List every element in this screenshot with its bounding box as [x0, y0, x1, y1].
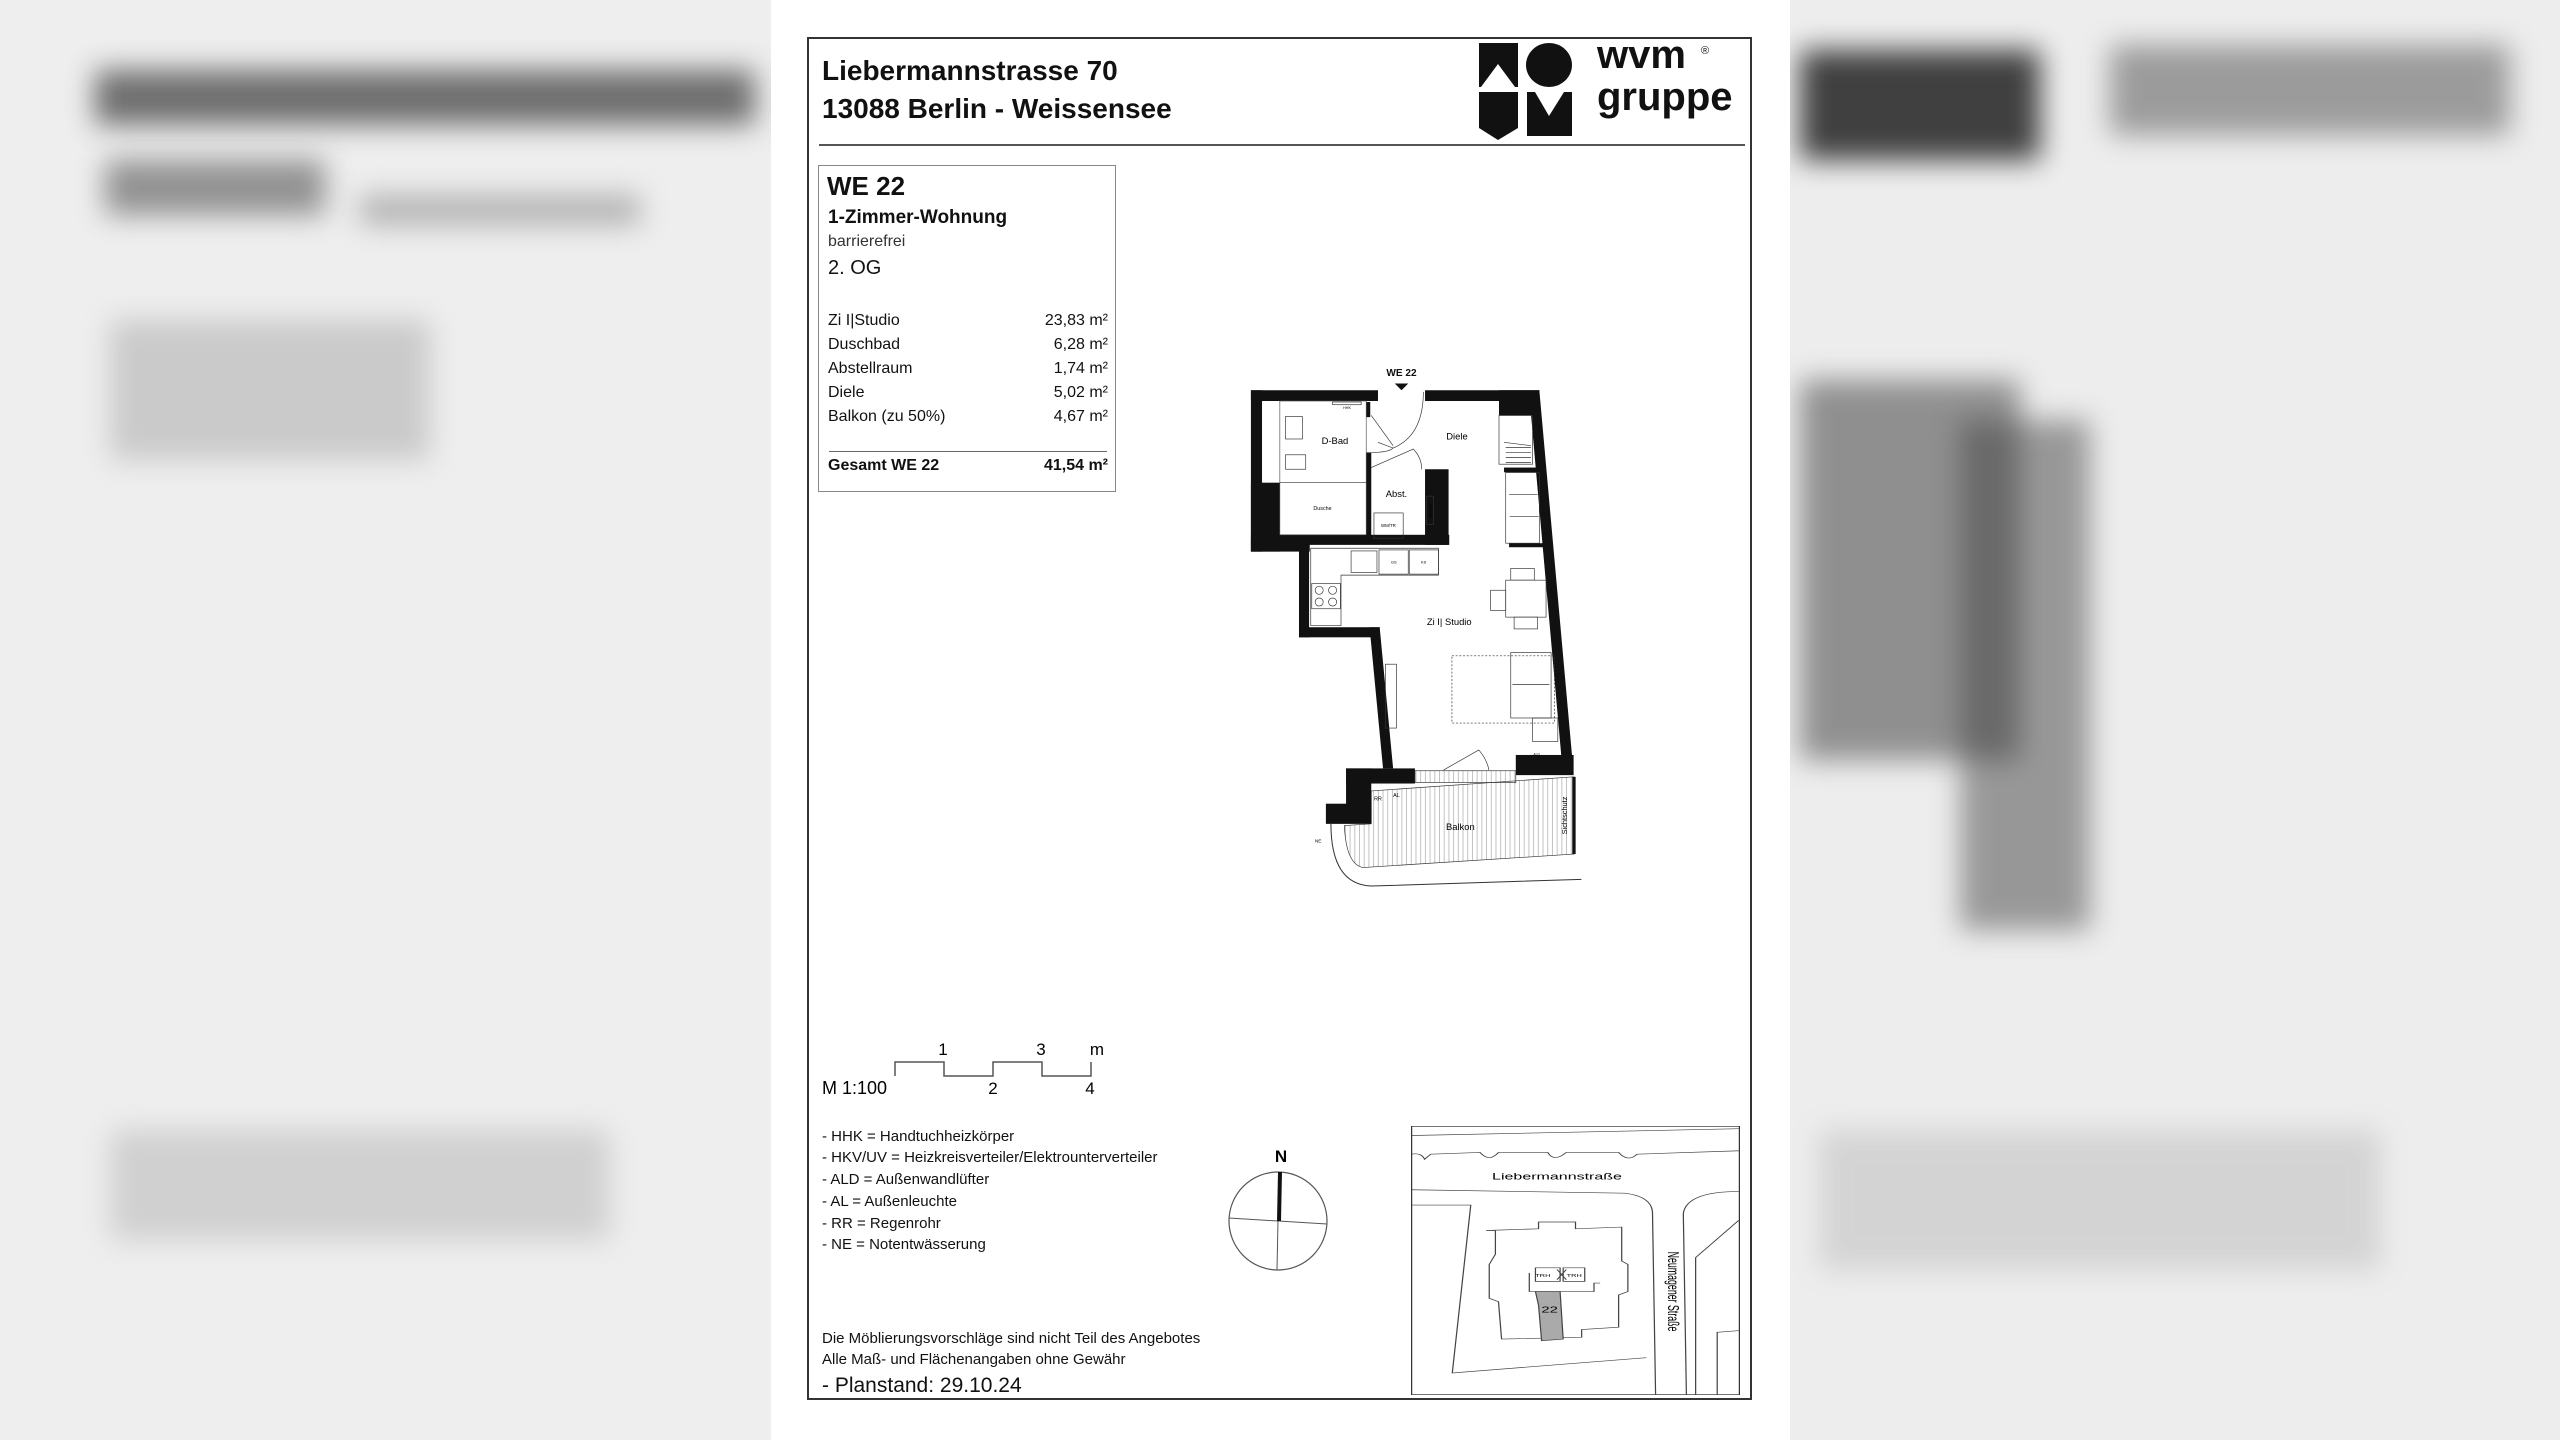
- wvm-logo: wvm ® gruppe: [1479, 40, 1733, 140]
- scale-label: M 1:100: [822, 1078, 887, 1098]
- room-label-hall: Diele: [1446, 431, 1467, 442]
- site-map-stair-label: TRH: [1535, 1274, 1550, 1278]
- walls: [1250, 390, 1574, 824]
- balcony-door[interactable]: [1414, 770, 1517, 783]
- blurred-background-shape: [360, 195, 640, 225]
- total-divider: [829, 451, 1107, 452]
- scale-bar: M 1:100 1 3 m 2 4: [822, 1040, 1104, 1098]
- total-label: Gesamt WE 22: [828, 457, 940, 474]
- bath-door-swing: [1370, 415, 1394, 453]
- address-line-1: Liebermannstrasse 70: [822, 55, 1118, 86]
- room-label-shower: Dusche: [1313, 506, 1331, 512]
- unit-floor: 2. OG: [828, 257, 882, 279]
- room-area: 23,83 m²: [1044, 312, 1108, 329]
- room-area: 6,28 m²: [1053, 336, 1108, 353]
- room-name: Abstellraum: [828, 360, 913, 377]
- label-wm-tr: WM/TR: [1381, 523, 1396, 528]
- site-map: 22 TRH TRH Liebermannstraße Neumagener S…: [1411, 1126, 1740, 1395]
- label-rr: RR: [1374, 796, 1382, 802]
- blurred-background-shape: [2110, 45, 2510, 135]
- legend-item: - NE = Notentwässerung: [822, 1236, 986, 1253]
- label-ald: ALD: [1533, 752, 1540, 756]
- logo-registered: ®: [1701, 45, 1709, 57]
- plan-date: - Planstand: 29.10.24: [822, 1374, 1022, 1397]
- blurred-background-left: [0, 0, 771, 1440]
- disclaimer-dimensions: Alle Maß- und Flächenangaben ohne Gewähr: [822, 1351, 1126, 1368]
- label-sichtschutz: Sichtschutz: [1560, 796, 1569, 834]
- room-area: 5,02 m²: [1053, 384, 1108, 401]
- unit-type: 1-Zimmer-Wohnung: [828, 207, 1008, 228]
- legend-item: - RR = Regenrohr: [822, 1215, 941, 1232]
- room-name: Zi I|Studio: [828, 312, 900, 329]
- sheet-frame: [807, 37, 1752, 1400]
- room-label-bath: D-Bad: [1322, 435, 1349, 446]
- total-area: 41,54 m²: [1043, 457, 1108, 474]
- room-area: 4,67 m²: [1053, 408, 1108, 425]
- entrance-arrow-icon: [1394, 383, 1409, 391]
- privacy-screen: [1572, 776, 1576, 855]
- room-area: 1,74 m²: [1053, 360, 1108, 377]
- label-hhk: HHK: [1343, 406, 1351, 410]
- north-arrow-icon: [1277, 1171, 1282, 1222]
- unit-id: WE 22: [827, 171, 906, 201]
- blurred-background-shape: [1960, 420, 2090, 930]
- balcony-door-swing: [1443, 749, 1490, 771]
- entrance-label: WE 22: [1386, 368, 1417, 379]
- label-ks: KS: [1421, 559, 1427, 564]
- unit-accessibility: barrierefrei: [828, 233, 906, 250]
- scale-unit: m: [1090, 1040, 1104, 1059]
- room-label-storage: Abst.: [1386, 488, 1407, 499]
- blurred-background-shape: [110, 1130, 610, 1240]
- address-line-2: 13088 Berlin - Weissensee: [822, 93, 1172, 124]
- room-name: Diele: [828, 384, 865, 401]
- header-divider: [819, 144, 1745, 146]
- legend-item: - ALD = Außenwandlüfter: [822, 1171, 990, 1188]
- legend-item: - HKV/UV = Heizkreisverteiler/Elektrount…: [822, 1149, 1158, 1166]
- entrance-door-swing: [1377, 391, 1424, 449]
- blurred-background-shape: [110, 320, 430, 460]
- scale-bar-steps: [894, 1061, 1092, 1077]
- room-area-row: Zi I|Studio 23,83 m²: [828, 312, 1108, 330]
- scale-tick: 1: [938, 1040, 947, 1059]
- label-hkv-uv: HKV/UV: [1429, 503, 1433, 517]
- total-area-row: Gesamt WE 22 41,54 m²: [828, 457, 1108, 475]
- label-ne: NE: [1315, 839, 1322, 844]
- site-map-street-neumagener: Neumagener Straße: [1664, 1252, 1683, 1332]
- unit-info-box: [818, 165, 1116, 492]
- room-area-row: Balkon (zu 50%) 4,67 m²: [828, 408, 1108, 426]
- logo-mark-icon: [1479, 43, 1572, 140]
- room-label-studio: Zi I| Studio: [1427, 616, 1472, 627]
- room-name: Duschbad: [828, 336, 901, 353]
- site-map-unit-highlight: [1534, 1291, 1564, 1342]
- scale-tick: 4: [1085, 1079, 1094, 1098]
- room-area-row: Abstellraum 1,74 m²: [828, 360, 1108, 378]
- logo-text-gruppe: gruppe: [1597, 75, 1733, 119]
- balcony-outline: [1330, 823, 1582, 887]
- blurred-background-shape: [95, 70, 755, 125]
- north-compass: N: [1228, 1147, 1328, 1271]
- blurred-background-shape: [105, 160, 325, 215]
- storage-door-swing: [1371, 448, 1423, 470]
- blurred-background-shape: [1800, 50, 2040, 160]
- room-name: Balkon (zu 50%): [828, 408, 946, 425]
- compass-north-label: N: [1275, 1147, 1287, 1166]
- room-area-row: Duschbad 6,28 m²: [828, 336, 1108, 354]
- disclaimer-furniture: Die Möblierungsvorschläge sind nicht Tei…: [822, 1330, 1201, 1347]
- label-gs: GS: [1391, 559, 1397, 564]
- legend-item: - HHK = Handtuchheizkörper: [822, 1128, 1015, 1145]
- floor-plan: WE 22 D-Bad Diele Abst. Dusche Zi I| Stu…: [1250, 368, 1582, 887]
- scale-tick: 3: [1036, 1040, 1045, 1059]
- room-area-row: Diele 5,02 m²: [828, 384, 1108, 402]
- room-label-balcony: Balkon: [1446, 821, 1475, 832]
- fixtures: [1279, 400, 1559, 742]
- label-al: AL: [1393, 793, 1400, 799]
- logo-text-wvm: wvm: [1596, 40, 1686, 77]
- blurred-background-shape: [1820, 1130, 2380, 1270]
- scale-tick: 2: [988, 1079, 997, 1098]
- site-map-stair-label: TRH: [1567, 1274, 1582, 1278]
- site-map-street-liebermann: Liebermannstraße: [1492, 1171, 1622, 1181]
- legend-item: - AL = Außenleuchte: [822, 1193, 957, 1210]
- site-map-unit-number: 22: [1541, 1305, 1558, 1315]
- balcony-floor: [1344, 776, 1574, 868]
